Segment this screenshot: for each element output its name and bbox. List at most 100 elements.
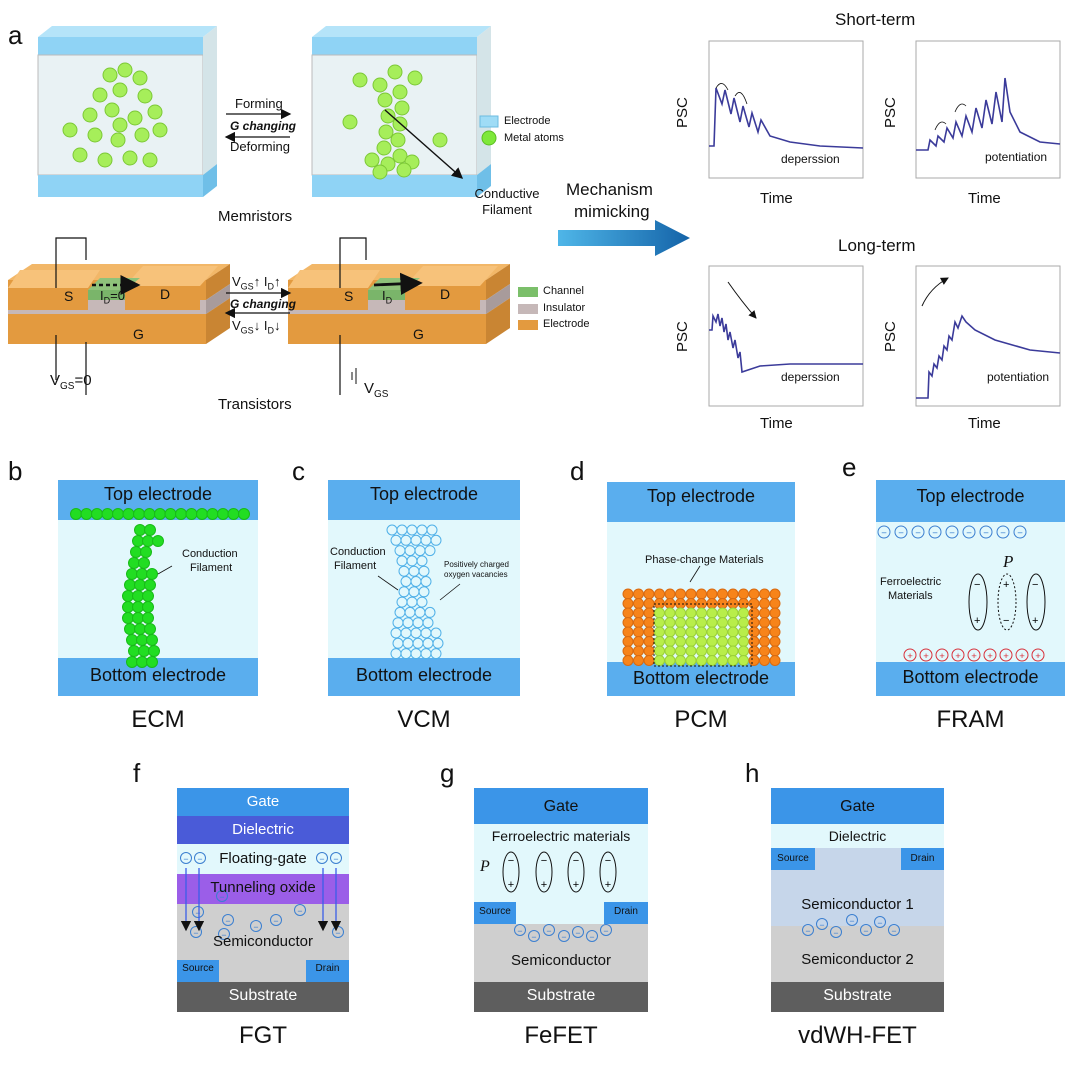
panels-b-e-graphics: −−−−−−−−−+++++++++ −+ +− −+ xyxy=(58,480,1065,696)
metal-atom xyxy=(407,70,423,86)
fefet-electron xyxy=(586,930,598,942)
label-vgs-up: VGS↑ ID↑ xyxy=(232,274,281,292)
pcm-atom xyxy=(675,588,686,600)
fgt-electron xyxy=(218,928,230,940)
legend-electrode-tr: Electrode xyxy=(543,318,590,330)
pcm-atom xyxy=(696,607,707,619)
vdwh-semi2: Semiconductor 2 xyxy=(801,951,914,968)
ecm-atom xyxy=(136,634,148,646)
fram-negative-charge-sign: − xyxy=(966,528,972,539)
fram-bottom: Bottom electrode xyxy=(902,667,1039,687)
pcm-atom xyxy=(654,645,665,657)
ecm-atom xyxy=(146,634,158,646)
pcm-atom xyxy=(664,636,676,647)
metal-atom xyxy=(82,107,98,123)
panel-label-e: e xyxy=(842,452,857,482)
ecm-atom xyxy=(134,524,146,536)
ecm-atom xyxy=(124,623,136,635)
vdwh-electron-sign: − xyxy=(891,926,896,936)
fgt-electron-sign: − xyxy=(319,854,324,864)
pcm-atom xyxy=(717,645,728,657)
ylabel-st-dep: PSC xyxy=(674,97,691,128)
oxygen-vacancy xyxy=(422,617,434,629)
oxygen-vacancy xyxy=(430,534,442,546)
fram-positive-charge xyxy=(935,648,949,662)
fgt-electron xyxy=(222,914,234,926)
fefet-p: P xyxy=(480,858,490,875)
pcm-atom xyxy=(622,626,634,638)
vdwh-electron xyxy=(802,924,814,936)
fgt-electron xyxy=(216,890,228,902)
pcm-atom xyxy=(769,617,781,628)
fefet-electron-sign: − xyxy=(561,932,566,942)
pcm-atom xyxy=(769,588,781,600)
pcm-atom xyxy=(643,588,655,600)
metal-atom xyxy=(378,124,394,140)
legend-metal-atoms: Metal atoms xyxy=(504,132,564,144)
pcm-atom xyxy=(633,588,644,600)
pcm-atom xyxy=(759,645,770,657)
pcm-atom xyxy=(759,588,770,600)
vdwh-source: Source xyxy=(777,853,809,864)
ecm-atom xyxy=(142,601,154,613)
pcm-atom xyxy=(622,607,634,619)
ecm-atom xyxy=(146,656,158,668)
metal-atom xyxy=(147,104,163,120)
pcm-atom xyxy=(654,588,665,600)
pcm-atom xyxy=(685,645,697,657)
fefet-semi: Semiconductor xyxy=(510,952,612,969)
plot-frame-lt-dep xyxy=(708,265,864,407)
ecm-atom xyxy=(144,524,156,536)
vdwh-gate: Gate xyxy=(840,798,875,815)
vdwh-drain: Drain xyxy=(910,853,935,864)
pcm-atom xyxy=(685,617,697,628)
fgt-electron-sign: − xyxy=(225,916,230,926)
metal-atom xyxy=(104,102,120,118)
transistor-right xyxy=(288,237,510,395)
fgt-tunneling: Tunneling oxide xyxy=(210,879,316,896)
ecm-atom xyxy=(142,590,154,602)
pcm-atom xyxy=(706,645,718,657)
fefet-dipole-sign: − xyxy=(508,855,514,867)
pcm-atom xyxy=(622,598,634,609)
metal-atom xyxy=(387,64,403,80)
fram-negative-charge-sign: − xyxy=(898,528,904,539)
ecm-atom xyxy=(112,508,124,520)
vcm-label1: Conduction xyxy=(330,546,386,558)
pcm-atom xyxy=(717,607,728,619)
vdwh-dielectric: Dielectric xyxy=(828,828,887,844)
pcm-atom xyxy=(759,636,770,647)
vdwh-electron-sign: − xyxy=(833,928,838,938)
pcm-atom xyxy=(633,607,644,619)
ecm-atom xyxy=(238,508,250,520)
caption-vdwh: vdWH-FET xyxy=(798,1022,917,1049)
pcm-atom xyxy=(654,607,665,619)
oxygen-vacancy xyxy=(424,545,436,557)
oxygen-vacancy xyxy=(430,627,442,639)
fgt-electron xyxy=(180,852,192,864)
fram-positive-charge-sign: + xyxy=(923,651,929,662)
ecm-atom xyxy=(144,623,156,635)
pcm-atom xyxy=(696,655,707,666)
fefet-electron xyxy=(572,926,584,938)
svg-text:−: − xyxy=(974,579,980,591)
fefet-dipole-sign: − xyxy=(541,855,547,867)
pcm-atom xyxy=(685,626,697,638)
svg-text:+: + xyxy=(1003,579,1009,591)
fgt-electron xyxy=(250,920,262,932)
pcm-atom xyxy=(633,617,644,628)
ecm-atom xyxy=(70,508,82,520)
label-id: ID xyxy=(382,288,393,306)
label-vgs: VGS xyxy=(364,380,389,400)
ecm-atom xyxy=(132,535,144,547)
fefet-electron xyxy=(543,924,555,936)
label-g-right: G xyxy=(413,326,424,342)
fgt-electron-sign: − xyxy=(197,854,202,864)
fram-negative-charge-sign: − xyxy=(983,528,989,539)
fgt-drain: Drain xyxy=(315,963,340,974)
vdwh-electron xyxy=(816,918,828,930)
pcm-atom xyxy=(727,655,739,666)
fram-positive-charge-sign: + xyxy=(1035,651,1041,662)
pcm-atom xyxy=(696,636,707,647)
metal-atom xyxy=(97,152,113,168)
